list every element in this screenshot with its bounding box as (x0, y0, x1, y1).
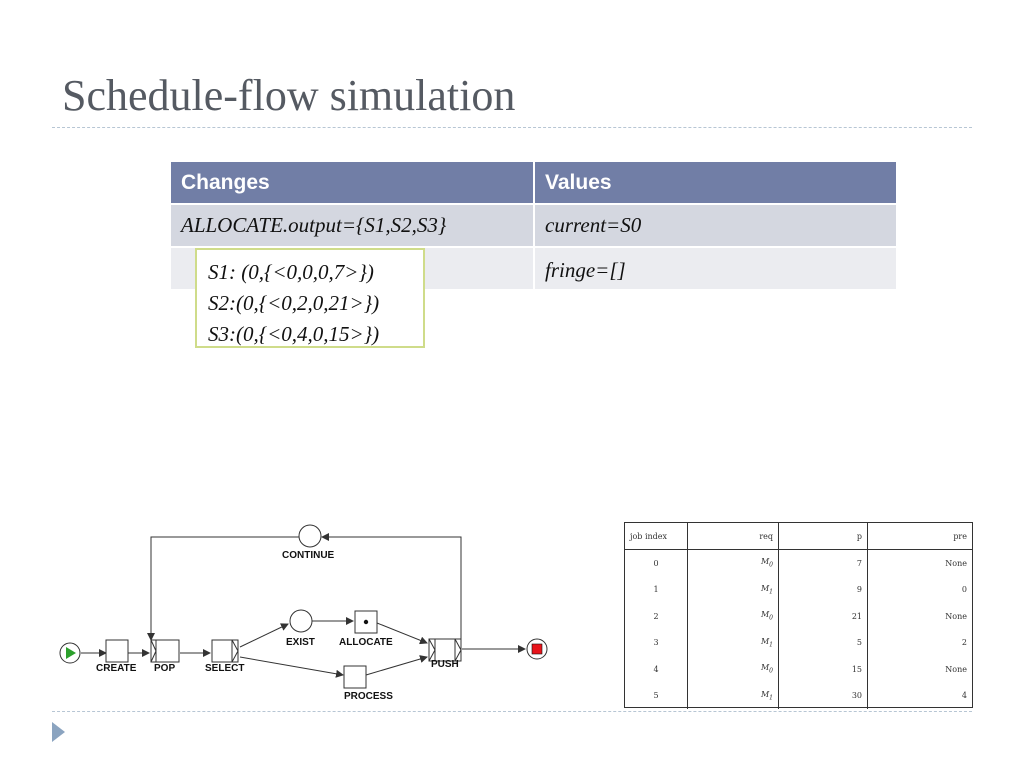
table-cell: 5 (625, 682, 688, 709)
table-cell: M1 (687, 629, 779, 656)
change-cell: ALLOCATE.output={S1,S2,S3} (171, 203, 535, 247)
push-transition (428, 638, 462, 662)
triangle-bullet-icon (52, 722, 65, 742)
table-cell: 2 (961, 638, 967, 648)
push-label: PUSH (431, 659, 459, 670)
process-label: PROCESS (344, 691, 393, 702)
table-cell: M0 (687, 603, 779, 630)
table-cell: M1 (687, 576, 779, 603)
state-line: S2:(0,{<0,2,0,21>}) (208, 291, 380, 315)
process-transition (343, 665, 367, 689)
table-cell: M0 (687, 656, 779, 683)
table-cell: None (945, 611, 967, 621)
table-cell: M1 (687, 682, 779, 709)
value-cell: current=S0 (534, 203, 896, 247)
header-p: p (778, 523, 868, 550)
header-values: Values (534, 162, 896, 204)
bottom-divider (52, 711, 972, 712)
select-label: SELECT (205, 663, 244, 674)
header-changes: Changes (171, 162, 535, 204)
allocate-output-states-box: S1: (0,{<0,0,0,7>}) S2:(0,{<0,2,0,21>}) … (195, 248, 425, 348)
top-divider (52, 127, 972, 128)
table-cell: 4 (625, 656, 688, 683)
continue-place (298, 524, 322, 548)
state-line: S3:(0,{<0,4,0,15>}) (208, 322, 380, 346)
changes-table: Changes Values ALLOCATE.output={S1,S2,S3… (171, 162, 896, 289)
table-cell: 9 (778, 576, 868, 603)
slide-title: Schedule-flow simulation (62, 71, 516, 120)
table-cell: 5 (778, 629, 868, 656)
create-transition (105, 639, 129, 663)
stop-icon (531, 643, 543, 655)
allocate-label: ALLOCATE (339, 637, 393, 648)
header-pre: pre (867, 523, 972, 550)
table-cell: 15 (778, 656, 868, 683)
continue-label: CONTINUE (282, 550, 335, 561)
header-job-index: job index (625, 523, 688, 550)
value-cell: fringe=[] (534, 246, 896, 289)
table-cell: M0 (687, 549, 779, 577)
exist-label: EXIST (286, 637, 315, 648)
state-line: S1: (0,{<0,0,0,7>}) (208, 260, 374, 284)
table-cell: None (945, 664, 967, 674)
create-label: CREATE (96, 663, 137, 674)
table-cell: 2 (625, 603, 688, 630)
table-cell: 0 (961, 585, 967, 595)
table-cell: 7 (778, 549, 868, 577)
play-icon (66, 647, 76, 659)
table-cell: 0 (625, 549, 688, 577)
pop-transition (150, 639, 180, 663)
table-cell: 1 (625, 576, 688, 603)
table-cell: 4 (961, 691, 967, 701)
pop-label: POP (154, 663, 175, 674)
table-cell: 3 (625, 629, 688, 656)
table-cell: 21 (778, 603, 868, 630)
table-cell: None (945, 558, 967, 568)
exist-place (289, 609, 313, 633)
table-cell: 30 (778, 682, 868, 709)
schedule-flow-diagram: CREATE POP SELECT EXIST ALLOCATE PROCESS… (59, 524, 548, 702)
header-req: req (687, 523, 779, 550)
table-row: ALLOCATE.output={S1,S2,S3} current=S0 (171, 203, 896, 247)
